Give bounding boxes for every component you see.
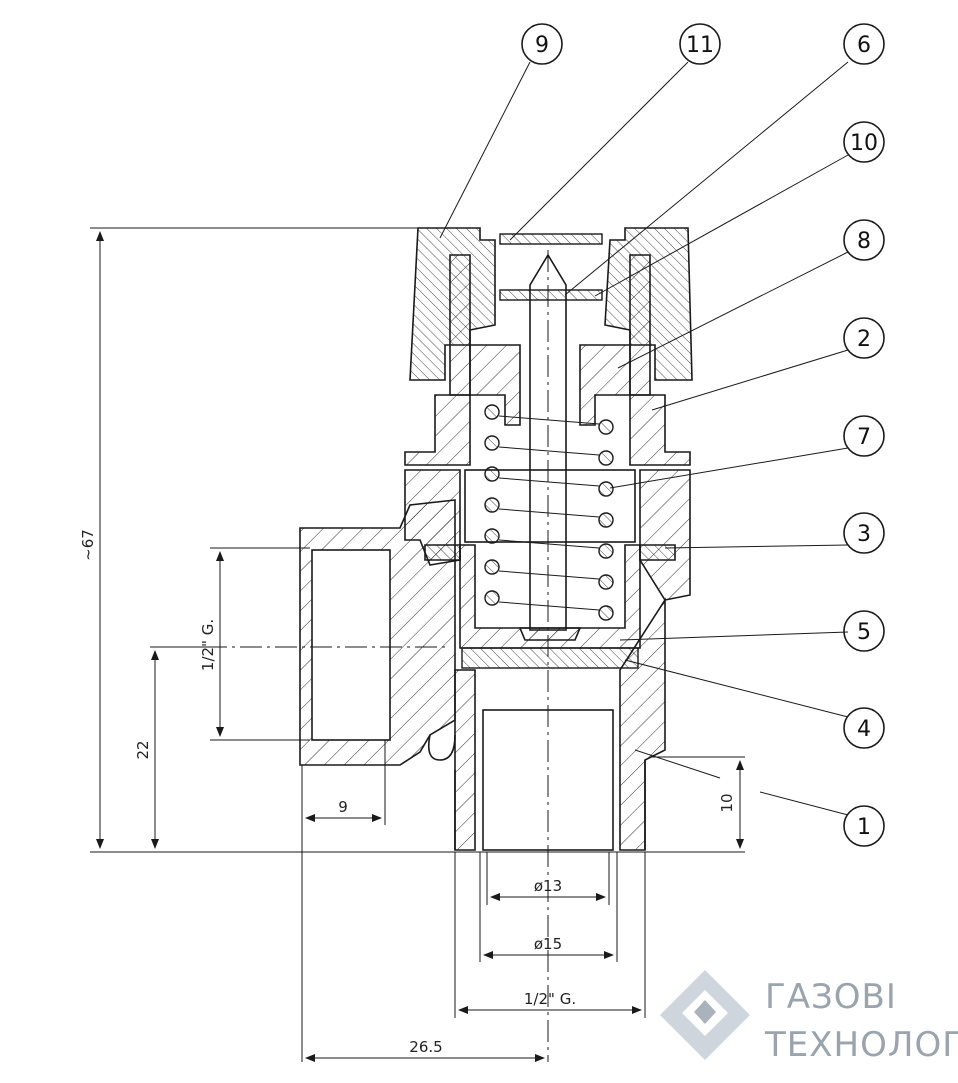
svg-text:9: 9 <box>535 33 549 58</box>
leader-lines <box>439 61 849 816</box>
svg-text:7: 7 <box>857 425 871 450</box>
svg-text:3: 3 <box>857 522 871 547</box>
spring-wire <box>498 446 600 456</box>
balloon-6: 6 <box>843 23 885 65</box>
spring-wire <box>498 415 600 425</box>
dim-axis-offset: 26.5 <box>409 1038 442 1056</box>
balloon-9: 9 <box>521 23 563 65</box>
spring-wire <box>498 508 600 518</box>
spring-coil <box>598 543 614 559</box>
dim-bottom-thread: 1/2" G. <box>524 990 576 1008</box>
logo-mark-icon <box>660 970 750 1060</box>
balloon-3: 3 <box>843 512 885 554</box>
dim-inner-diameter: ø13 <box>534 877 562 895</box>
balloon-1: 1 <box>843 805 885 847</box>
spring-coil <box>484 528 500 544</box>
logo-line-1: ГАЗОВІ <box>765 977 897 1017</box>
spring-wire <box>498 570 600 580</box>
center-lines <box>205 250 549 1062</box>
spring-coil <box>598 605 614 621</box>
balloon-4: 4 <box>843 707 885 749</box>
balloon-8: 8 <box>843 219 885 261</box>
dim-bottom-thread-length: 10 <box>718 793 736 812</box>
spring-coil <box>484 559 500 575</box>
adjusting-nut <box>469 344 631 426</box>
svg-text:4: 4 <box>857 717 871 742</box>
spring-coil <box>598 574 614 590</box>
svg-text:1: 1 <box>857 815 871 840</box>
svg-text:2: 2 <box>857 327 871 352</box>
dim-side-thread-depth: 9 <box>338 798 348 816</box>
spring-wire <box>498 539 600 549</box>
spring-coil <box>484 466 500 482</box>
dim-overall-height: ~67 <box>79 529 97 561</box>
dim-side-axis-height: 22 <box>134 740 152 759</box>
dimension-labels: ~67 1/2" G. 22 9 10 ø13 ø15 1/2" G. 26.5 <box>79 529 736 1056</box>
piston-assembly <box>424 469 676 669</box>
spring-coil <box>484 404 500 420</box>
dimension-lines <box>90 227 745 1062</box>
spring-wire <box>498 601 600 611</box>
spring-wire <box>498 477 600 487</box>
balloon-10: 10 <box>843 121 885 163</box>
spring <box>484 404 614 621</box>
svg-text:11: 11 <box>686 33 714 58</box>
balloon-2: 2 <box>843 317 885 359</box>
balloon-5: 5 <box>843 610 885 652</box>
stem <box>529 253 567 631</box>
svg-text:10: 10 <box>850 131 878 156</box>
part-balloons: 9 11 6 10 8 2 7 3 5 4 1 <box>521 23 885 847</box>
svg-text:5: 5 <box>857 620 871 645</box>
spring-coil <box>598 481 614 497</box>
spring-coil <box>484 590 500 606</box>
spring-coil <box>598 450 614 466</box>
company-logo: ГАЗОВІ ТЕХНОЛОГІЇ <box>660 970 958 1065</box>
spring-coil <box>598 512 614 528</box>
balloon-7: 7 <box>843 415 885 457</box>
balloon-11: 11 <box>679 23 721 65</box>
svg-text:6: 6 <box>857 33 871 58</box>
spring-coil <box>598 419 614 435</box>
svg-text:8: 8 <box>857 229 871 254</box>
dim-outer-diameter: ø15 <box>534 935 562 953</box>
logo-line-2: ТЕХНОЛОГІЇ <box>764 1025 958 1065</box>
spring-coil <box>484 497 500 513</box>
spring-coil <box>484 435 500 451</box>
dim-side-thread: 1/2" G. <box>199 619 217 671</box>
